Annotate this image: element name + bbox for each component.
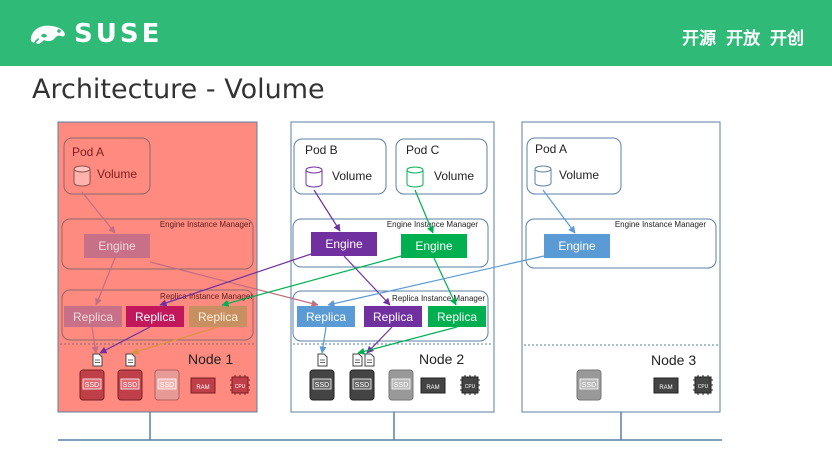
replica-box-2 xyxy=(126,306,184,327)
pod-b-label: Pod B xyxy=(305,143,338,157)
header-bar: SUSE 开源 开放 开创 xyxy=(0,0,832,66)
volume-label: Volume xyxy=(559,168,599,182)
engine-label: Engine xyxy=(325,237,363,251)
replica-box-green xyxy=(428,306,486,327)
ram-icon: RAM xyxy=(420,377,446,394)
engine-box-green xyxy=(401,234,467,258)
cpu-icon: CPU xyxy=(693,375,713,395)
node-2: Pod B Volume Pod C Volume Engine Instanc… xyxy=(290,121,495,413)
replica-box-purple xyxy=(364,306,422,327)
svg-text:SSD: SSD xyxy=(85,382,99,389)
replica-box-blue xyxy=(297,306,355,327)
svg-text:RAM: RAM xyxy=(196,385,209,391)
replica-im-label: Replica Instance Manager xyxy=(160,292,253,301)
connection-arrows xyxy=(81,189,576,355)
pod-a-box xyxy=(526,137,622,195)
engine-im-label: Engine Instance Manager xyxy=(387,220,479,229)
engine-box xyxy=(84,234,150,258)
replica-im-label: Replica Instance Manager xyxy=(392,294,485,303)
svg-text:SSD: SSD xyxy=(355,382,369,389)
replica-label: Replica xyxy=(306,310,346,324)
node-2-label: Node 2 xyxy=(419,351,464,367)
replica-label-3: Replica xyxy=(198,310,238,324)
node-3-label: Node 3 xyxy=(651,352,696,368)
engine-box-blue xyxy=(544,234,610,258)
replica-box-1 xyxy=(64,306,122,327)
svg-text:CPU: CPU xyxy=(698,384,709,390)
engine-box-purple xyxy=(311,232,377,256)
node-1-label: Node 1 xyxy=(188,351,233,367)
file-icon xyxy=(352,353,363,367)
cpu-icon: CPU xyxy=(460,375,480,395)
slide-title: Architecture - Volume xyxy=(32,74,325,105)
svg-text:SSD: SSD xyxy=(582,382,596,389)
ram-icon: RAM xyxy=(653,377,679,394)
volume-label: Volume xyxy=(434,169,474,183)
replica-im-box xyxy=(61,289,254,341)
replica-box-3 xyxy=(189,306,247,327)
engine-im-label: Engine Instance Manager xyxy=(615,220,707,229)
cylinder-icon xyxy=(305,166,323,188)
ssd-icon: SSD xyxy=(154,369,180,401)
replica-label: Replica xyxy=(373,310,413,324)
file-icon xyxy=(364,353,375,367)
node-1-box xyxy=(57,121,258,413)
cpu-icon: CPU xyxy=(230,375,250,395)
pod-a-label: Pod A xyxy=(535,142,567,156)
pod-b-box xyxy=(293,138,387,195)
node-1: Pod A Volume Engine Instance Manager Eng… xyxy=(57,121,258,413)
ssd-icon: SSD xyxy=(117,369,143,401)
file-icon xyxy=(317,353,328,367)
engine-label: Engine xyxy=(558,239,596,253)
svg-text:CPU: CPU xyxy=(465,384,476,390)
svg-text:SSD: SSD xyxy=(315,382,329,389)
network-bus xyxy=(58,412,722,441)
engine-im-box xyxy=(525,218,717,269)
svg-text:CPU: CPU xyxy=(235,384,246,390)
svg-text:SSD: SSD xyxy=(394,382,408,389)
ssd-icon: SSD xyxy=(388,369,414,401)
svg-text:SSD: SSD xyxy=(123,382,137,389)
volume-label: Volume xyxy=(332,169,372,183)
pod-a-box xyxy=(63,137,151,195)
cylinder-icon xyxy=(534,165,552,187)
tagline: 开源 开放 开创 xyxy=(682,29,804,49)
engine-im-box xyxy=(61,218,254,270)
pod-c-box xyxy=(395,138,488,195)
logo-text: SUSE xyxy=(74,19,163,49)
engine-im-box xyxy=(292,218,489,268)
ssd-icon: SSD xyxy=(309,369,335,401)
chameleon-icon xyxy=(30,25,66,44)
engine-im-label: Engine Instance Manager xyxy=(160,220,252,229)
replica-label: Replica xyxy=(437,310,477,324)
ssd-icon: SSD xyxy=(349,369,375,401)
cylinder-icon xyxy=(73,165,91,187)
cylinder-icon xyxy=(406,166,424,188)
file-icon xyxy=(92,353,103,367)
ram-icon: RAM xyxy=(190,377,216,394)
ssd-icon: SSD xyxy=(576,369,602,401)
svg-text:RAM: RAM xyxy=(426,385,439,391)
pod-a-label: Pod A xyxy=(72,145,104,159)
file-icon xyxy=(125,353,136,367)
node-3: Pod A Volume Engine Instance Manager Eng… xyxy=(521,121,721,413)
volume-label: Volume xyxy=(97,167,137,181)
replica-label-1: Replica xyxy=(73,310,113,324)
svg-text:SSD: SSD xyxy=(160,382,174,389)
engine-label: Engine xyxy=(415,239,453,253)
replica-label-2: Replica xyxy=(135,310,175,324)
svg-text:RAM: RAM xyxy=(659,385,672,391)
suse-logo: SUSE xyxy=(28,19,162,49)
pod-c-label: Pod C xyxy=(406,143,440,157)
engine-label: Engine xyxy=(98,239,136,253)
ssd-icon: SSD xyxy=(79,369,105,401)
